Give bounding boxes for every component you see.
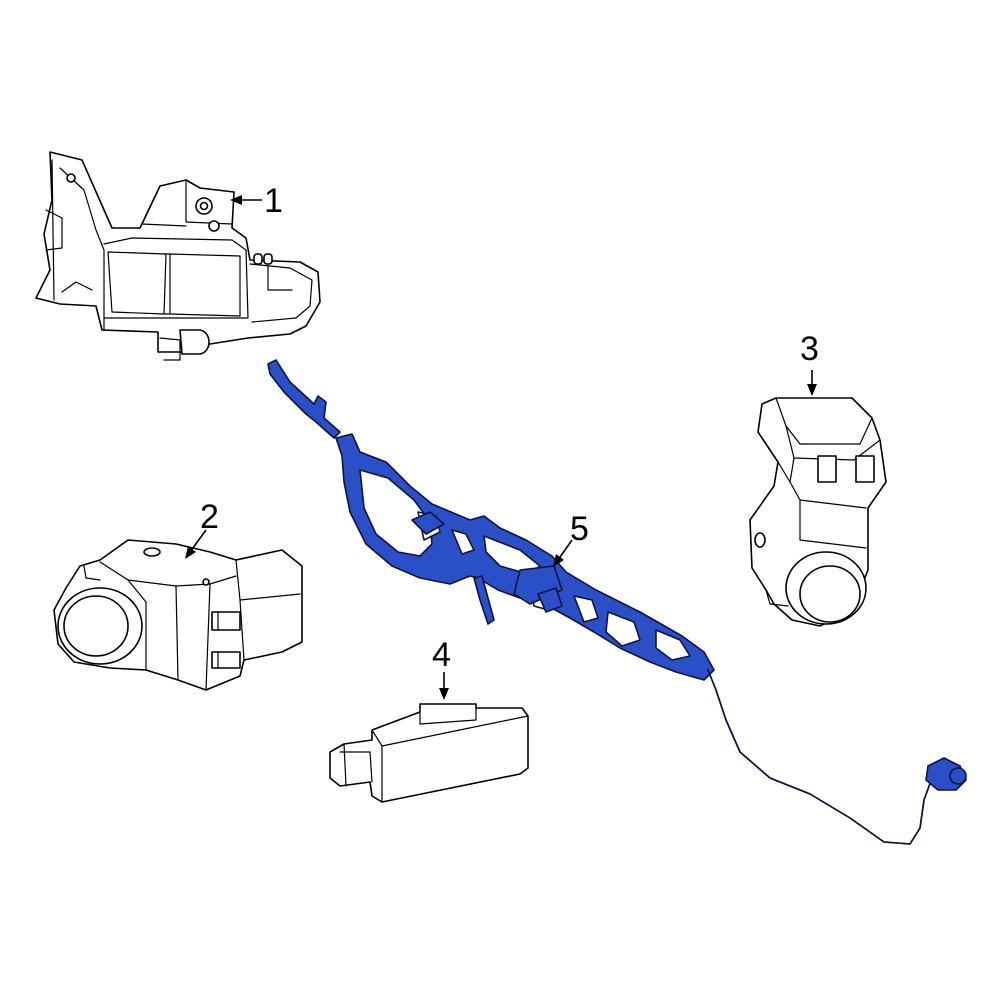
- callout-1-label: 1: [264, 182, 283, 220]
- callout-2: 2: [185, 498, 219, 559]
- callout-3-label: 3: [800, 330, 819, 368]
- callout-5: 5: [553, 510, 589, 567]
- callout-4-label: 4: [432, 636, 451, 674]
- callout-5-label: 5: [570, 510, 589, 548]
- callout-4: 4: [432, 636, 451, 700]
- part-3-park-sensor-right[interactable]: [749, 397, 887, 627]
- part-1-sensor-bracket[interactable]: [35, 151, 321, 361]
- callout-1: 1: [230, 182, 283, 220]
- part-4-control-module[interactable]: [329, 703, 529, 803]
- callout-2-label: 2: [200, 498, 219, 536]
- part-2-park-sensor-left[interactable]: [53, 539, 303, 691]
- callout-3: 3: [800, 330, 819, 396]
- part-5-wire-harness[interactable]: [267, 359, 967, 845]
